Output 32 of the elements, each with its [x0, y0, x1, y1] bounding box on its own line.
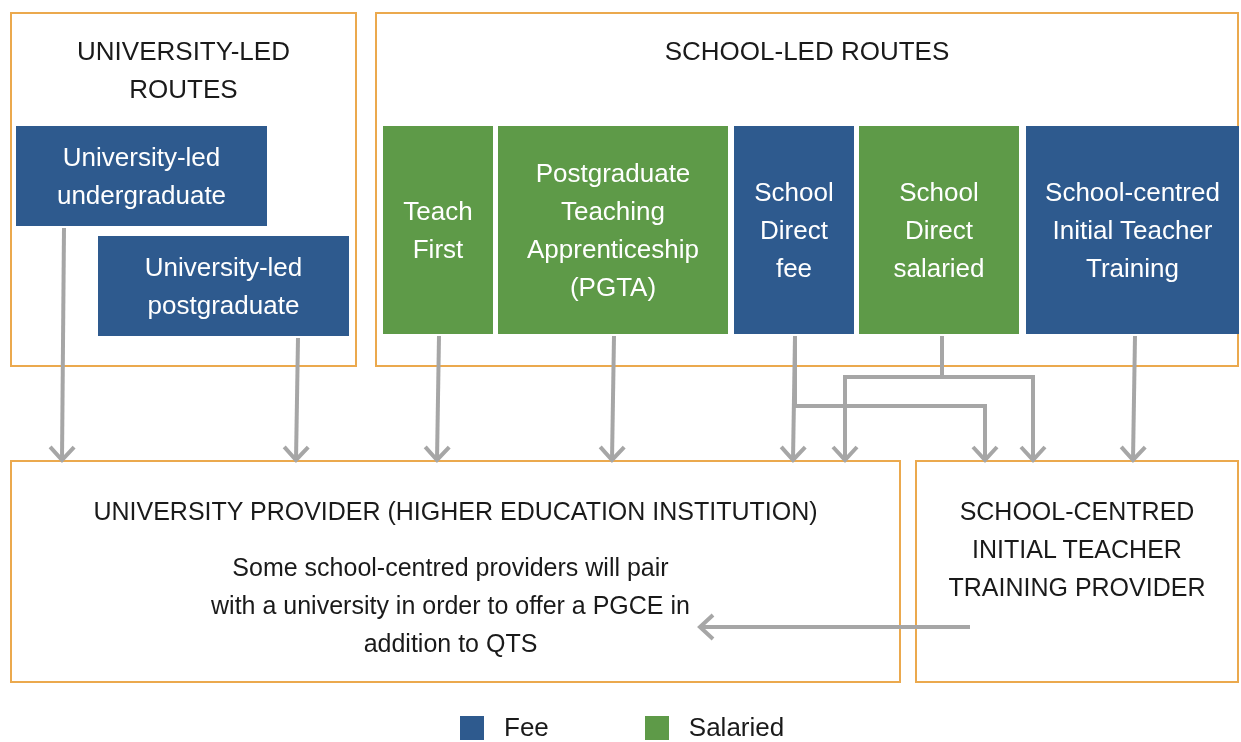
arrow — [1119, 335, 1148, 462]
provider-box — [10, 460, 901, 683]
route-label: Postgraduate Teaching Apprenticeship (PGTA) — [526, 157, 700, 304]
route-box — [16, 126, 267, 226]
route-box — [383, 126, 493, 334]
route-box — [1026, 126, 1239, 334]
route-label: School Direct fee — [753, 176, 835, 285]
provider-heading: UNIVERSITY PROVIDER (HIGHER EDUCATION INSTITUTION) — [92, 496, 819, 527]
group-heading: UNIVERSITY-LED ROUTES — [76, 35, 291, 106]
route-box — [498, 126, 728, 334]
arrow — [793, 336, 999, 462]
route-label: Teach First — [402, 195, 474, 266]
group-panel — [10, 12, 357, 367]
legend-label: Salaried — [688, 712, 785, 742]
route-box — [734, 126, 854, 334]
route-box — [98, 236, 349, 336]
route-label: School-centred Initial Teacher Training — [1044, 176, 1221, 285]
provider-note: Some school-centred providers will pair with a university in order to offer a PGCE in addition to QTS — [210, 552, 691, 659]
provider-heading: SCHOOL-CENTRED INITIAL TEACHER TRAINING PROVIDER — [947, 496, 1207, 603]
provider-box — [915, 460, 1239, 683]
arrow — [698, 613, 970, 641]
arrow — [282, 337, 311, 462]
legend-label: Fee — [504, 712, 549, 742]
route-box — [859, 126, 1019, 334]
arrow — [598, 335, 627, 462]
group-heading: SCHOOL-LED ROUTES — [663, 35, 951, 68]
arrow — [48, 227, 77, 462]
route-label: University-led undergraduate — [55, 141, 228, 212]
group-panel — [375, 12, 1239, 367]
arrow — [423, 335, 452, 462]
route-label: School Direct salaried — [892, 176, 986, 285]
route-label: University-led postgraduate — [143, 251, 304, 322]
